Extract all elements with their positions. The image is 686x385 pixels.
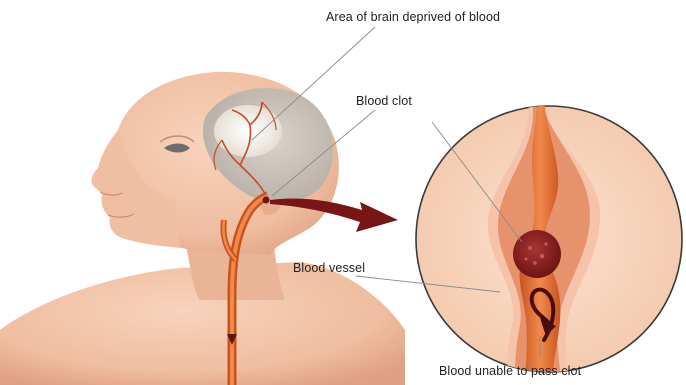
human-head-illustration xyxy=(0,72,405,385)
label-brain-area: Area of brain deprived of blood xyxy=(326,10,500,24)
label-blood-vessel: Blood vessel xyxy=(293,261,365,275)
label-blocked-flow: Blood unable to pass clot xyxy=(439,364,581,378)
magnified-vessel-inset xyxy=(416,100,682,385)
blood-clot xyxy=(513,230,561,278)
label-blood-clot: Blood clot xyxy=(356,94,412,108)
